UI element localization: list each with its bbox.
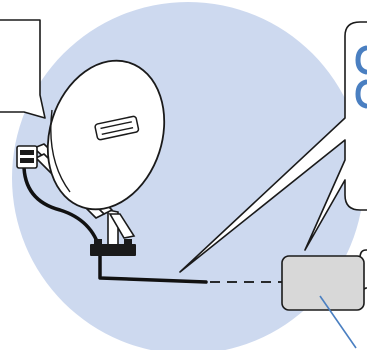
left-callout-bubble — [0, 20, 45, 118]
mount-clamp — [90, 244, 136, 256]
lnb — [17, 146, 37, 168]
receiver-box — [282, 256, 364, 310]
